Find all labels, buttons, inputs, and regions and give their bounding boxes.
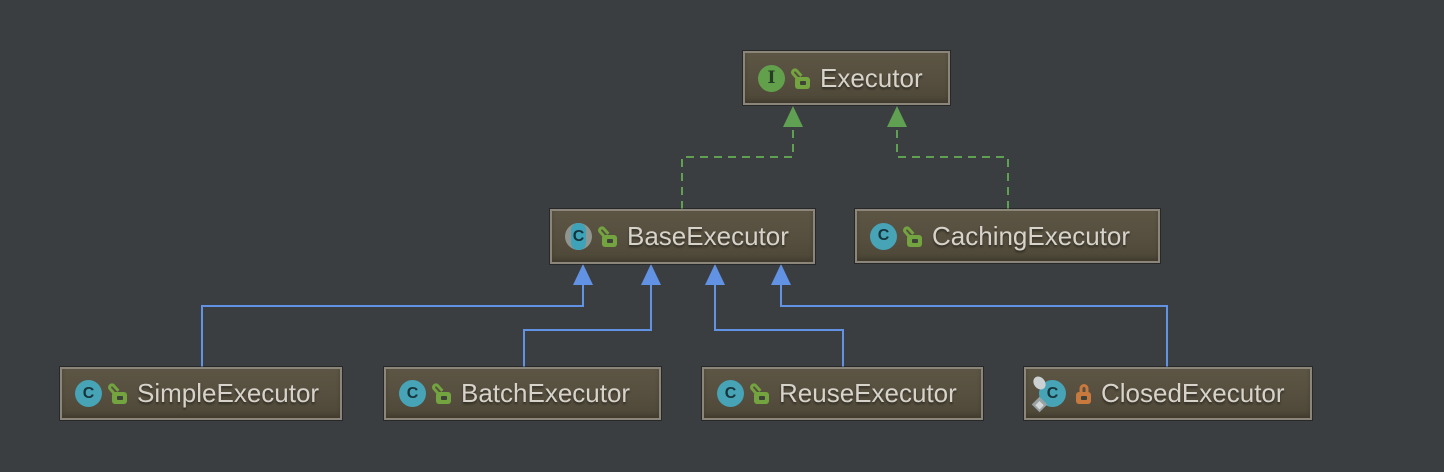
class-node-closed[interactable]: C ClosedExecutor [1024, 367, 1312, 420]
class-icon: C [75, 380, 102, 407]
public-open-lock-icon [430, 381, 452, 404]
anonymous-class-icon: C [1030, 374, 1066, 413]
implements-edge [896, 127, 1009, 209]
extends-edge [714, 285, 844, 367]
class-node-executor[interactable]: I Executor [743, 51, 950, 105]
class-icon: C [717, 380, 744, 407]
public-open-lock-icon [596, 224, 618, 247]
extends-arrowhead-icon [705, 264, 725, 285]
extends-edge [201, 285, 584, 367]
class-name-label: BatchExecutor [461, 378, 631, 408]
public-open-lock-icon [748, 381, 770, 404]
class-icon: C [399, 380, 426, 407]
class-name-label: ClosedExecutor [1101, 378, 1285, 408]
extends-edge [780, 285, 1168, 367]
implements-arrowhead-icon [783, 106, 803, 127]
implements-edge [681, 127, 794, 209]
extends-arrowhead-icon [771, 264, 791, 285]
class-name-label: SimpleExecutor [137, 378, 320, 408]
class-node-base[interactable]: C BaseExecutor [550, 209, 815, 264]
private-closed-lock-icon [1075, 383, 1092, 404]
implements-arrowhead-icon [887, 106, 907, 127]
public-open-lock-icon [901, 224, 923, 247]
class-node-caching[interactable]: C CachingExecutor [855, 209, 1160, 263]
public-open-lock-icon [106, 381, 128, 404]
extends-arrowhead-icon [573, 264, 593, 285]
public-open-lock-icon [789, 66, 811, 89]
extends-arrowhead-icon [641, 264, 661, 285]
class-name-label: Executor [820, 62, 923, 93]
class-node-simple[interactable]: C SimpleExecutor [60, 367, 342, 420]
class-node-batch[interactable]: C BatchExecutor [384, 367, 661, 420]
class-name-label: BaseExecutor [627, 221, 789, 251]
class-name-label: ReuseExecutor [779, 378, 957, 408]
abstract-class-icon: C [565, 223, 592, 250]
class-name-label: CachingExecutor [932, 220, 1130, 251]
extends-edge [523, 285, 652, 367]
class-icon: C [870, 222, 897, 250]
interface-icon: I [758, 64, 785, 92]
class-node-reuse[interactable]: C ReuseExecutor [702, 367, 983, 420]
